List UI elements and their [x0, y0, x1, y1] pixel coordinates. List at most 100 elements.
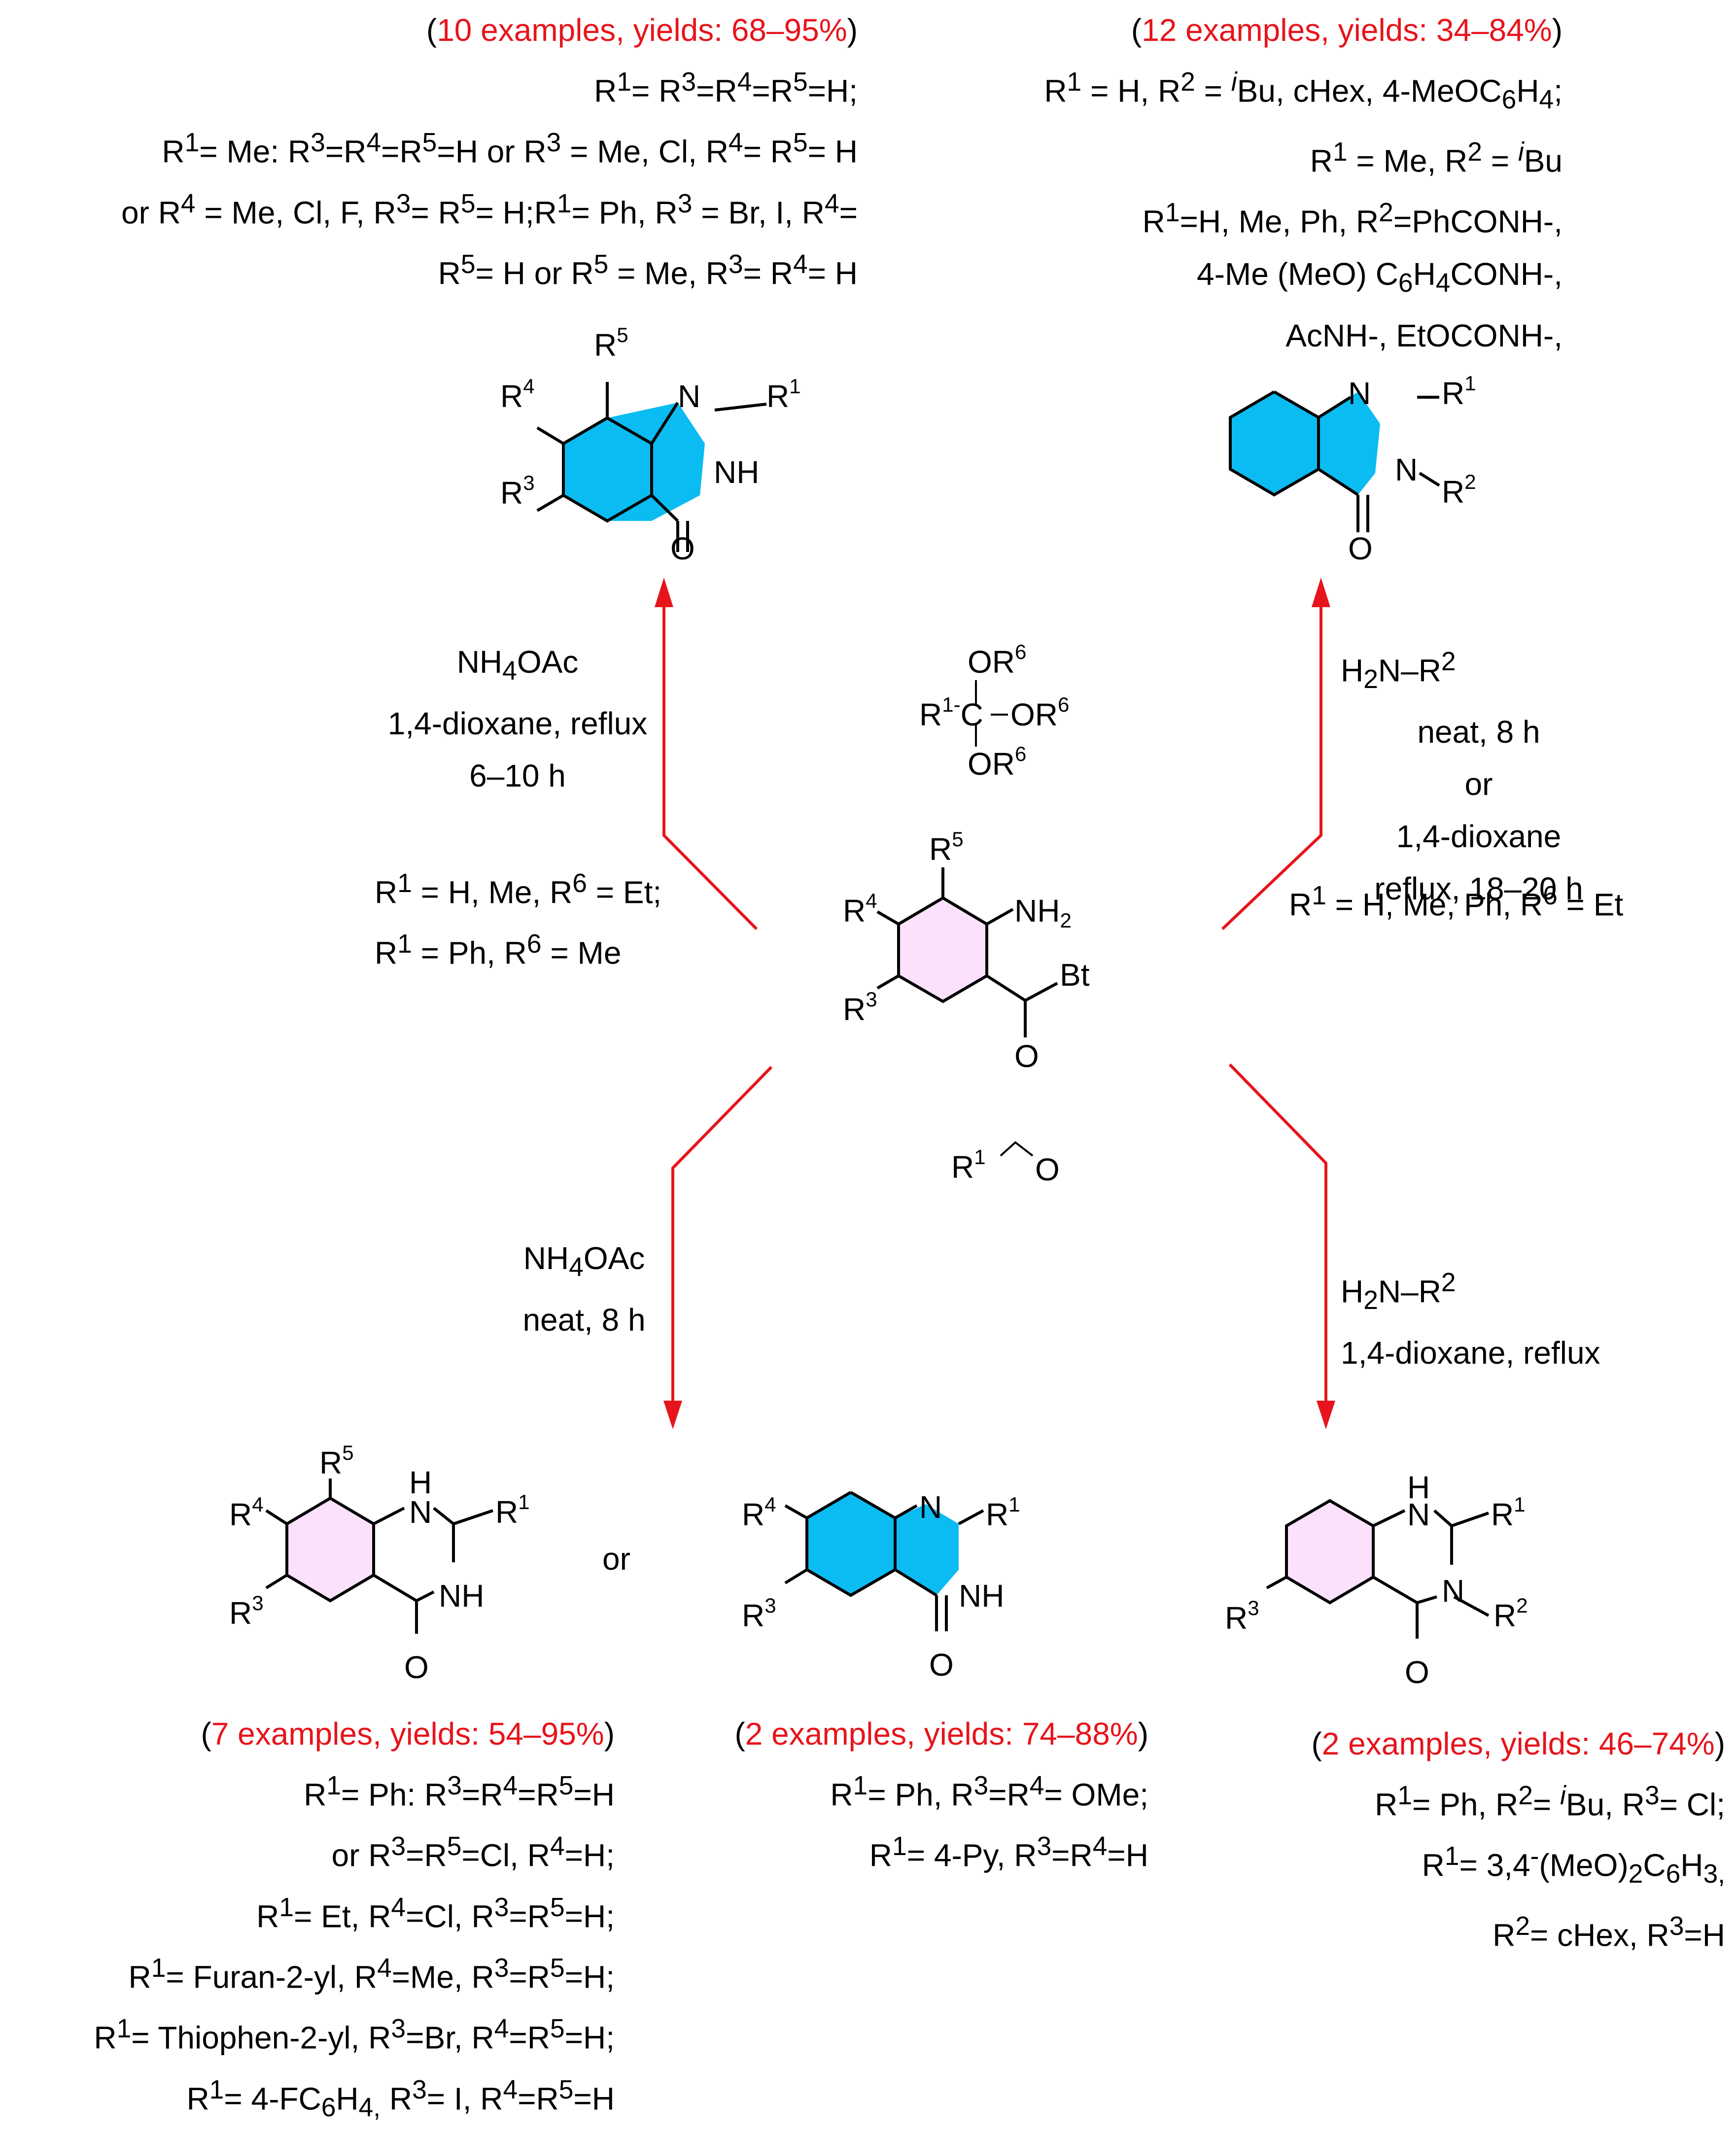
- bottom-right-examples: (2 examples, yields: 46–74%): [1311, 1726, 1725, 1761]
- top-right-line-4: 4-Me (MeO) C6H4CONH-,: [1197, 256, 1562, 298]
- sm-O: O: [1014, 1038, 1039, 1074]
- tr-R2: R2: [1442, 470, 1476, 510]
- tr-N3: N: [1395, 452, 1418, 487]
- br-O: O: [1405, 1654, 1429, 1690]
- bl-R4: R4: [229, 1493, 264, 1532]
- bottom-left-line-2: or R3=R5=Cl, R4=H;: [331, 1832, 615, 1873]
- bl-R5: R5: [319, 1441, 354, 1480]
- bl-H: H: [409, 1465, 432, 1500]
- cond-bl-time: neat, 8 h: [522, 1302, 646, 1338]
- starting-material: [876, 867, 1058, 1037]
- cond-tl-r2: R1 = Ph, R6 = Me: [375, 929, 622, 971]
- tr-R1: R1: [1442, 372, 1476, 411]
- sm-R3: R3: [843, 988, 877, 1027]
- tl-R4: R4: [500, 375, 535, 414]
- cond-tr-solvent: 1,4-dioxane: [1396, 819, 1562, 855]
- bm-R3: R3: [742, 1594, 776, 1633]
- orthoester-reagent: OR6 R1-C OR6 OR6: [919, 640, 1069, 782]
- bm-R4: R4: [742, 1493, 776, 1532]
- product-top-right-labels: N R1 N R2 O: [1348, 372, 1476, 566]
- aldehyde-reagent: R1 O: [951, 1141, 1060, 1187]
- tl-R1: R1: [766, 375, 801, 414]
- sm-R5: R5: [929, 827, 964, 867]
- sm-R4: R4: [843, 889, 877, 929]
- arrow-bottom-right: [1228, 1063, 1327, 1405]
- arrowhead-top-left: [655, 578, 673, 607]
- tl-R5: R5: [594, 323, 628, 363]
- tl-O: O: [670, 531, 695, 566]
- cond-tr-r1: R1 = H, Me, Ph, R6 = Et: [1289, 881, 1624, 923]
- bm-O: O: [929, 1647, 954, 1683]
- product-bottom-left: [265, 1479, 493, 1634]
- arrow-top-left: [662, 604, 758, 930]
- product-bottom-mid: [784, 1491, 984, 1631]
- br-H: H: [1407, 1470, 1430, 1505]
- top-right-caption: (12 examples, yields: 34–84%) R1 = H, R2…: [1044, 4, 1562, 362]
- cond-tl-time: 6–10 h: [469, 757, 566, 793]
- bottom-mid-caption: (2 examples, yields: 74–88%) R1= Ph, R3=…: [734, 1708, 1148, 1882]
- arrow-top-right: [1221, 604, 1322, 930]
- arrowhead-top-right: [1312, 578, 1330, 607]
- bottom-left-examples: (7 examples, yields: 54–95%): [201, 1716, 615, 1752]
- bottom-mid-examples: (2 examples, yields: 74–88%): [734, 1716, 1148, 1752]
- cond-tl-r1: R1 = H, Me, R6 = Et;: [375, 869, 662, 910]
- conditions-bottom-left: NH4OAc neat, 8 h: [493, 1232, 675, 1346]
- top-left-line-2: R1= Me: R3=R4=R5=H or R3 = Me, Cl, R4= R…: [162, 128, 858, 170]
- br-R3: R3: [1225, 1596, 1259, 1636]
- product-top-left-labels: R5 R4 R3 N R1 NH O: [500, 323, 801, 566]
- top-right-line-1: R1 = H, R2 = iBu, cHex, 4-MeOC6H4;: [1044, 68, 1562, 115]
- ortho-OR6-top: OR6: [968, 640, 1026, 680]
- arrow-bottom-left: [671, 1066, 773, 1405]
- bm-NH: NH: [959, 1578, 1004, 1614]
- cond-tr-time: reflux, 18–20 h: [1374, 871, 1583, 907]
- br-N1: N: [1407, 1497, 1430, 1532]
- bottom-right-line-3: R2= cHex, R3=H: [1493, 1912, 1725, 1953]
- arrow-heads: [655, 578, 1335, 1429]
- bm-R1: R1: [986, 1493, 1020, 1532]
- top-left-examples: (10 examples, yields: 68–95%): [426, 12, 858, 48]
- or-label: or: [602, 1541, 630, 1577]
- bottom-right-caption: (2 examples, yields: 46–74%) R1= Ph, R2=…: [1311, 1718, 1725, 1962]
- tl-N: N: [678, 379, 700, 414]
- tl-NH: NH: [714, 454, 759, 490]
- top-right-examples: (12 examples, yields: 34–84%): [1131, 12, 1562, 48]
- top-right-line-3: R1=H, Me, Ph, R2=PhCONH-,: [1142, 198, 1562, 240]
- bl-N: N: [409, 1494, 432, 1530]
- product-top-left: [536, 382, 767, 552]
- aldehyde-O: O: [1035, 1152, 1060, 1187]
- bottom-left-line-1: R1= Ph: R3=R4=R5=H: [304, 1771, 615, 1813]
- ortho-OR6-bottom: OR6: [968, 742, 1026, 782]
- cond-tr-neat: neat, 8 h: [1417, 714, 1540, 750]
- conditions-top-right: H2N–R2 neat, 8 h or 1,4-dioxane reflux, …: [1341, 636, 1617, 915]
- top-left-line-1: R1= R3=R4=R5=H;: [594, 68, 858, 109]
- product-bottom-mid-labels: R4 R3 N R1 NH O: [742, 1489, 1020, 1683]
- product-bottom-left-labels: R5 R4 R3 H N R1 NH O: [229, 1441, 530, 1685]
- reaction-arrows: [662, 604, 1327, 1405]
- product-top-right: [1229, 390, 1440, 532]
- bottom-mid-line-1: R1= Ph, R3=R4= OMe;: [830, 1771, 1148, 1813]
- bottom-right-line-2: R1= 3,4-(MeO)2C6H3,: [1422, 1842, 1725, 1889]
- tr-N1: N: [1348, 376, 1371, 411]
- ortho-R1C: R1-C: [919, 693, 983, 732]
- bl-NH: NH: [439, 1578, 484, 1614]
- cond-bl-reagent: NH4OAc: [523, 1240, 645, 1282]
- conditions-top-left: NH4OAc 1,4-dioxane, reflux 6–10 h: [360, 636, 675, 802]
- bottom-left-line-6: R1= 4-FC6H4, R3= I, R4=R5=H: [186, 2075, 615, 2122]
- bottom-left-line-5: R1= Thiophen-2-yl, R3=Br, R4=R5=H;: [94, 2014, 615, 2056]
- cond-tl-reagent: NH4OAc: [456, 644, 579, 686]
- conditions-top-left-r: R1 = H, Me, R6 = Et; R1 = Ph, R6 = Me: [375, 858, 661, 979]
- top-left-line-4: R5= H or R5 = Me, R3= R4= H: [438, 249, 858, 291]
- conditions-bottom-right: H2N–R2 1,4-dioxane, reflux: [1341, 1257, 1600, 1379]
- top-left-caption: (10 examples, yields: 68–95%) R1= R3=R4=…: [121, 4, 858, 299]
- bm-N: N: [919, 1489, 942, 1525]
- cond-br-solvent: 1,4-dioxane, reflux: [1341, 1335, 1600, 1371]
- bottom-left-line-3: R1= Et, R4=Cl, R3=R5=H;: [256, 1893, 615, 1934]
- bl-R3: R3: [229, 1591, 264, 1631]
- ortho-OR6-right: OR6: [1010, 693, 1069, 732]
- arrowhead-bottom-left: [663, 1401, 682, 1429]
- tl-R3: R3: [500, 471, 535, 511]
- conditions-top-right-r: R1 = H, Me, Ph, R6 = Et: [1289, 870, 1623, 930]
- top-right-line-2: R1 = Me, R2 = iBu: [1310, 138, 1562, 179]
- cond-tr-reagent: H2N–R2: [1341, 647, 1456, 694]
- cond-tr-or: or: [1464, 766, 1493, 802]
